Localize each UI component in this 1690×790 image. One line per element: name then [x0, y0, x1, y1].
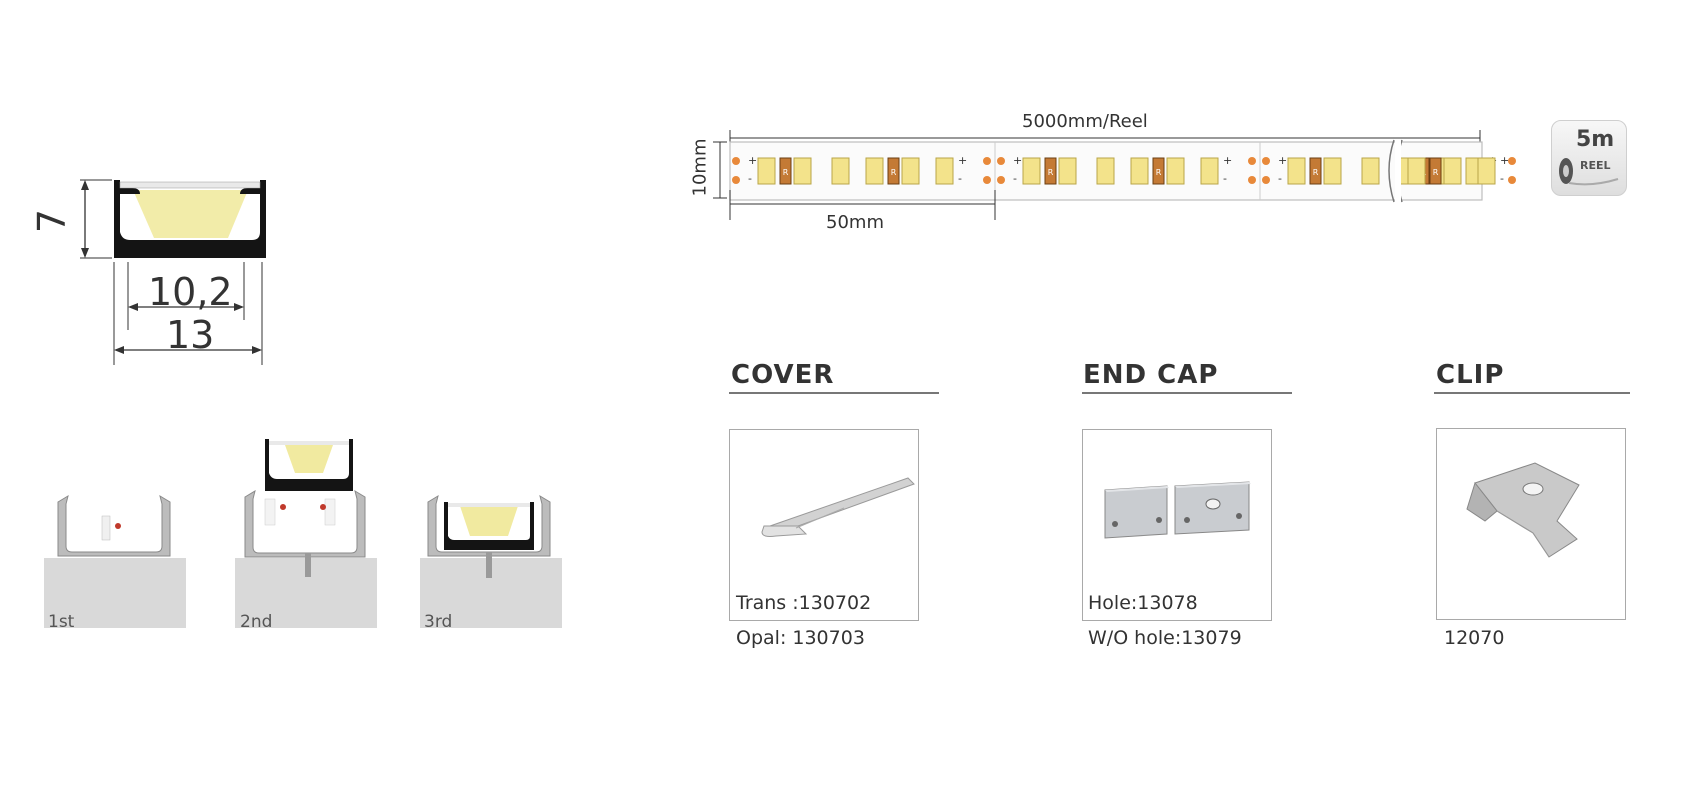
reel-badge: 5m REEL [1551, 120, 1627, 196]
solder-pad [732, 157, 740, 165]
strip-length-label: 5000mm/Reel [1022, 111, 1148, 132]
led-chip [1166, 157, 1185, 185]
led-strip: +-RR+-+-RR+-+-RR+-R+- [729, 139, 1516, 204]
reel-length-label: 5m [1576, 127, 1615, 152]
solder-pad [732, 176, 740, 184]
solder-pad [983, 157, 991, 165]
led-chip [793, 157, 812, 185]
clip-title: CLIP [1436, 360, 1505, 390]
led-chip [1096, 157, 1115, 185]
plus-sign: + [748, 154, 757, 167]
led-chip [831, 157, 850, 185]
solder-pad [997, 176, 1005, 184]
install-step-3rd-diagram [420, 494, 562, 628]
strip-width-label: 10mm [689, 138, 711, 197]
end-cap-title: END CAP [1083, 360, 1219, 390]
install-step-3rd-label: 3rd [424, 612, 453, 632]
resistor-mark: R [1433, 168, 1439, 177]
minus-sign: - [1278, 172, 1282, 185]
led-chip [1022, 157, 1041, 185]
minus-sign: - [1500, 172, 1504, 185]
solder-pad [1248, 157, 1256, 165]
plus-sign: + [1223, 154, 1232, 167]
solder-pad [1508, 157, 1516, 165]
end-cap-image-box [1082, 429, 1272, 621]
profile-height-label: 7 [30, 208, 75, 234]
install-step-1st-diagram [44, 494, 186, 628]
resistor [1309, 157, 1322, 185]
strip-width-dimension [713, 141, 727, 199]
clip-image-box [1436, 428, 1626, 620]
plus-sign: + [1278, 154, 1287, 167]
minus-sign: - [958, 172, 962, 185]
install-step-1st-label: 1st [48, 612, 75, 632]
install-step-2nd-label: 2nd [240, 612, 273, 632]
led-chip [1361, 157, 1380, 185]
led-chip [865, 157, 884, 185]
profile-outer-width-label: 13 [166, 313, 215, 357]
led-chip [1287, 157, 1306, 185]
reel-unit-label: REEL [1580, 159, 1611, 172]
resistor-mark: R [891, 168, 897, 177]
led-chip [1477, 157, 1496, 185]
resistor [887, 157, 900, 185]
plus-sign: + [958, 154, 967, 167]
led-chip [757, 157, 776, 185]
resistor-mark: R [1313, 168, 1319, 177]
solder-pad [1508, 176, 1516, 184]
minus-sign: - [1013, 172, 1017, 185]
plus-sign: + [1013, 154, 1022, 167]
cover-code-trans: Trans :130702 [736, 592, 872, 614]
led-chip [901, 157, 920, 185]
clip-title-rule [1434, 392, 1630, 394]
solder-pad [983, 176, 991, 184]
resistor-mark: R [783, 168, 789, 177]
minus-sign: - [1223, 172, 1227, 185]
strip-cut-dimension [729, 190, 996, 220]
end-cap-title-rule [1082, 392, 1292, 394]
end-cap-code-without-hole: W/O hole:13079 [1088, 627, 1242, 649]
strip-break-mark [1388, 139, 1395, 203]
cover-image [761, 477, 915, 537]
cover-code-opal: Opal: 130703 [736, 627, 865, 649]
resistor [779, 157, 792, 185]
resistor-mark: R [1048, 168, 1054, 177]
cover-image-box [729, 429, 919, 621]
led-chip [1407, 157, 1426, 185]
resistor [1044, 157, 1057, 185]
resistor-mark: R [1156, 168, 1162, 177]
solder-pad [1262, 157, 1270, 165]
end-cap-image [1104, 481, 1251, 539]
minus-sign: - [748, 172, 752, 185]
led-chip [1130, 157, 1149, 185]
led-chip [1323, 157, 1342, 185]
clip-image [1466, 462, 1580, 558]
profile-cross-section [80, 179, 266, 365]
led-chip [1443, 157, 1462, 185]
plus-sign: + [1500, 154, 1509, 167]
solder-pad [1248, 176, 1256, 184]
clip-code: 12070 [1444, 627, 1505, 649]
resistor [1429, 157, 1442, 185]
led-chip [1058, 157, 1077, 185]
strip-cut-label: 50mm [826, 212, 884, 233]
led-chip [1200, 157, 1219, 185]
resistor [1152, 157, 1165, 185]
cover-title-rule [729, 392, 939, 394]
profile-inner-width-label: 10,2 [148, 270, 233, 314]
solder-pad [1262, 176, 1270, 184]
led-chip [935, 157, 954, 185]
install-step-2nd-diagram [235, 439, 377, 628]
reel-icon [1559, 158, 1619, 186]
end-cap-code-hole: Hole:13078 [1088, 592, 1198, 614]
cover-title: COVER [731, 360, 835, 390]
solder-pad [997, 157, 1005, 165]
